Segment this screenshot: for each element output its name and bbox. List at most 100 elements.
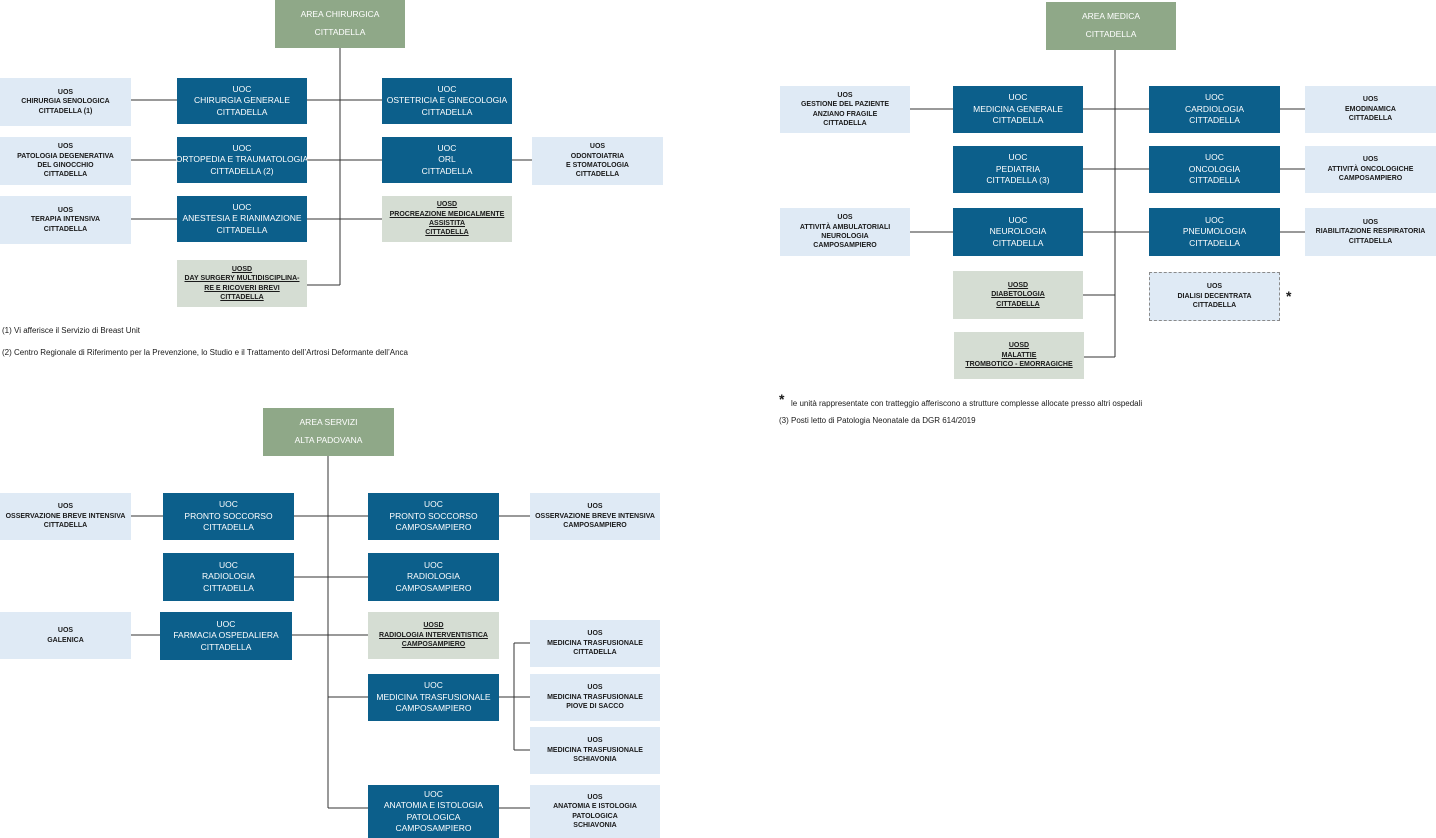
unit-text-line: UOC — [232, 83, 252, 94]
unit-text-line: CITTADELLA (3) — [986, 175, 1050, 186]
unit-text-line: PRONTO SOCCORSO — [184, 510, 273, 521]
unit-text-line: CITTADELLA — [1192, 302, 1237, 310]
unit-text-line: CAMPOSAMPIERO — [395, 522, 472, 533]
unit-text-line: DIALISI DECENTRATA — [1177, 292, 1252, 300]
unit-text-line: UOC — [424, 680, 443, 691]
unit-text-line: E STOMATOLOGIA — [565, 162, 629, 169]
unit-text-line: RADIOLOGIA INTERVENTISTICA — [379, 631, 488, 639]
unit-text-line: UOS — [57, 627, 74, 635]
unit-text-line: CITTADELLA — [200, 641, 252, 652]
unit-text-line: CITTADELLA — [992, 115, 1044, 126]
unit-text-line: PROCREAZIONE MEDICALMENTE — [389, 210, 505, 218]
unit-text-line: UOC — [1008, 214, 1028, 225]
unit-text-line: UOS — [589, 143, 606, 151]
unit-text-line: UOC — [424, 499, 443, 510]
unit-text-line: FARMACIA OSPEDALIERA — [173, 630, 279, 641]
unit-text-line: MEDICINA TRASFUSIONALE — [547, 693, 643, 701]
unit-text-line: CAMPOSAMPIERO — [563, 522, 627, 530]
unit-text-line: CAMPOSAMPIERO — [1338, 175, 1403, 183]
unit-text-line: CITTADELLA — [203, 522, 254, 533]
unit-text-line: CITTADELLA — [1189, 115, 1240, 126]
unit-text-line: CAMPOSAMPIERO — [401, 641, 466, 649]
unit-text-line: UOS — [1362, 218, 1379, 226]
unit-text-line: CITTADELLA — [216, 224, 268, 235]
unit-text-line: PRONTO SOCCORSO — [389, 510, 478, 521]
footnote-3: (3) Posti letto di Patologia Neonatale d… — [779, 416, 976, 425]
unit-text-line: CITTADELLA — [43, 171, 88, 179]
unit-text-line: TERAPIA INTENSIVA — [30, 216, 101, 224]
unit-text-line: CAMPOSAMPIERO — [395, 582, 472, 593]
unit-text-line: MEDICINA GENERALE — [973, 103, 1063, 114]
unit-text-line: CITTADELLA — [823, 119, 867, 127]
unit-text-line: PATOLOGICA — [406, 811, 461, 822]
unit-text-line: UOS — [587, 630, 603, 638]
unit-text-line: UOC — [437, 142, 457, 153]
unit-text-line: UOSD — [1008, 342, 1030, 350]
unit-text-line: PATOLOGICA — [572, 812, 618, 820]
unit-text-line: OSSERVAZIONE BREVE INTENSIVA — [5, 512, 126, 520]
unit-text-line: CAMPOSAMPIERO — [395, 703, 472, 714]
unit-text-line: CITTADELLA — [575, 171, 620, 179]
unit-text-line: UOS — [1362, 156, 1379, 164]
unit-text-line: UOC — [1205, 92, 1224, 103]
unit-text-line: MEDICINA TRASFUSIONALE — [376, 691, 491, 702]
unit-text-line: UOS — [57, 503, 74, 511]
unit-text-line: ATTIVITÀ AMBULATORIALI — [799, 223, 891, 231]
unit-text-line: UOC — [424, 559, 443, 570]
unit-text-line: UOC — [424, 788, 443, 799]
unit-text-line: CITTADELLA — [314, 27, 366, 37]
unit-text-line: CITTADELLA — [1085, 29, 1137, 39]
unit-text-line: UOC — [219, 499, 238, 510]
unit-text-line: UOSD — [231, 265, 253, 273]
unit-text-line: CITTADELLA — [573, 649, 617, 657]
unit-text-line: ORTOPEDIA E TRAUMATOLOGIA — [175, 154, 309, 165]
unit-text-line: CAMPOSAMPIERO — [395, 822, 472, 833]
unit-text-line: CITTADELLA — [203, 582, 254, 593]
unit-text-line: UOS — [1206, 283, 1223, 291]
unit-text-line: UOC — [232, 201, 252, 212]
unit-text-line: ANESTESIA E RIANIMAZIONE — [182, 213, 302, 224]
legend-star: * — [779, 391, 785, 407]
unit-text-line: CITTADELLA — [421, 165, 473, 176]
unit-text-line: EMODINAMICA — [1345, 105, 1396, 113]
dashed-unit-star: * — [1286, 288, 1292, 304]
unit-text-line: UOS — [1362, 96, 1379, 104]
unit-text-line: SCHIAVONIA — [573, 821, 617, 829]
unit-text-line: AREA MEDICA — [1081, 11, 1141, 22]
unit-text-line: ODONTOIATRIA — [570, 152, 625, 160]
unit-text-line: CHIRURGIA GENERALE — [194, 95, 290, 106]
unit-text-line: ALTA PADOVANA — [294, 435, 363, 445]
unit-text-line: OSTETRICIA E GINECOLOGIA — [386, 95, 508, 106]
unit-text-line: MEDICINA TRASFUSIONALE — [547, 639, 643, 647]
